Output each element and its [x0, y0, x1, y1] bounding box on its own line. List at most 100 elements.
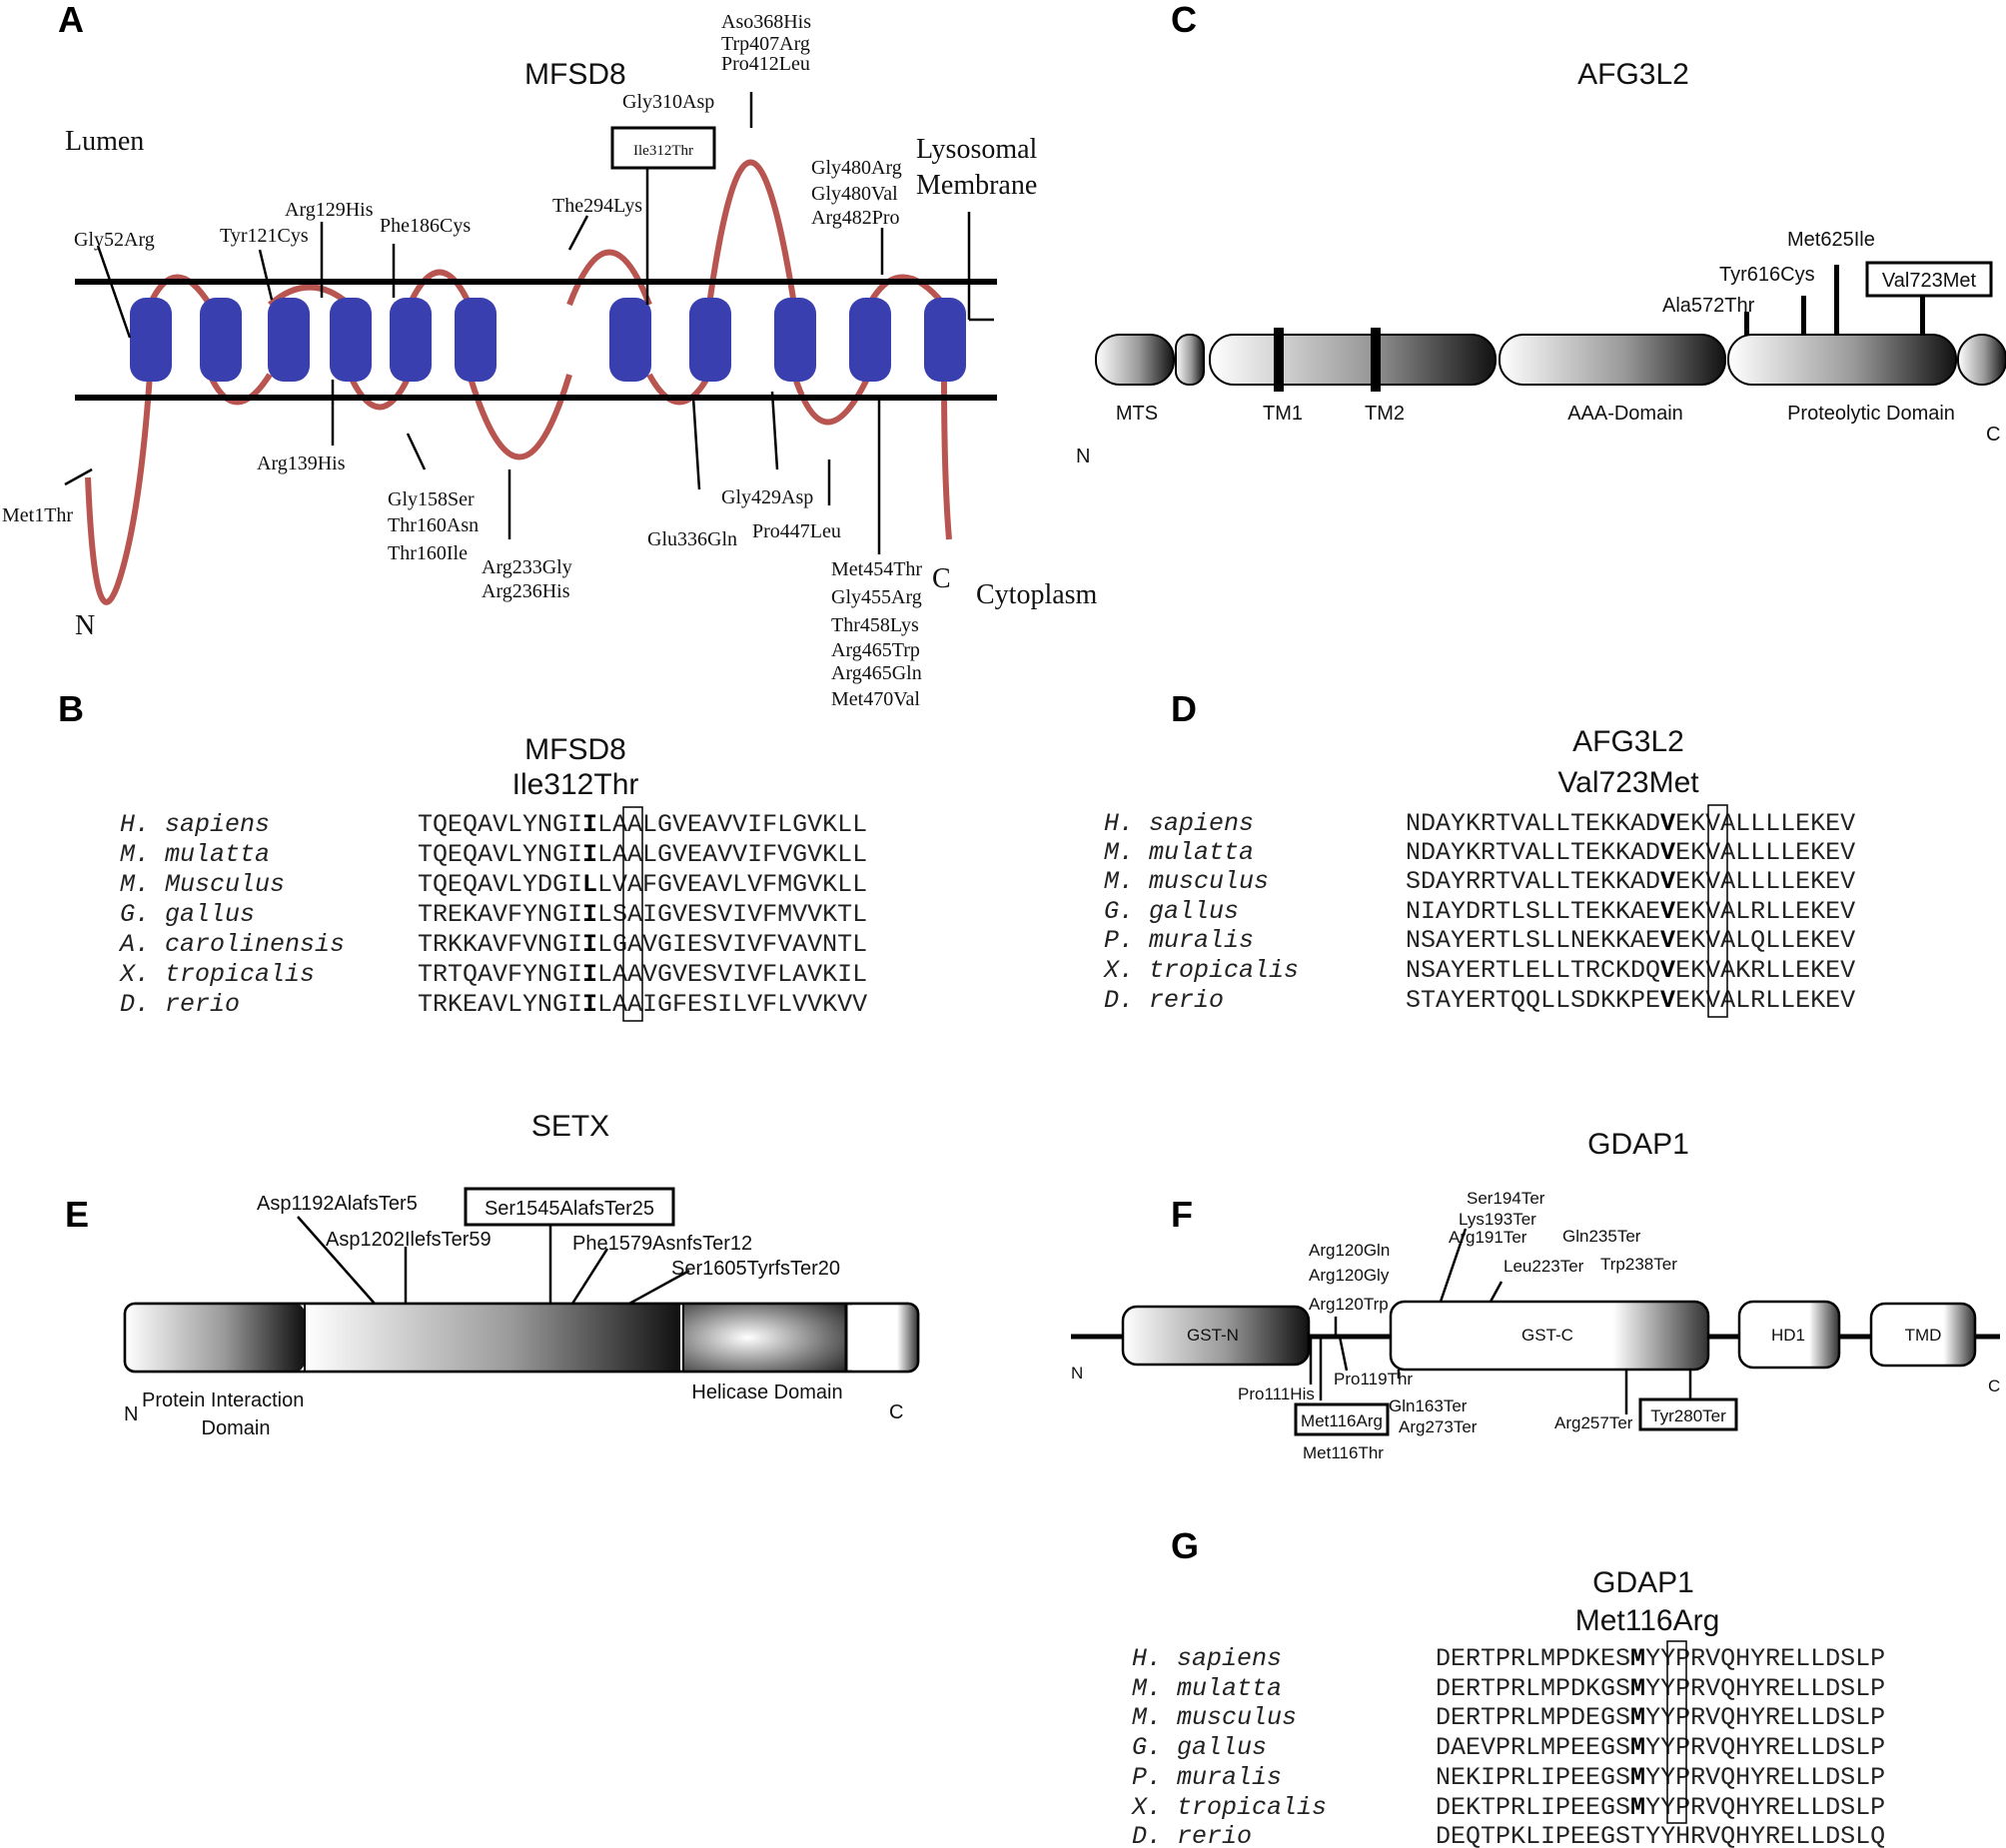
lumen-label: Lumen — [65, 126, 144, 157]
mut-arg465gln: Arg465Gln — [831, 662, 922, 684]
helix-2 — [200, 298, 242, 382]
cytoplasm-label: Cytoplasm — [976, 579, 1098, 610]
domain-c-end — [1957, 334, 2006, 386]
panel-letter-f: F — [1171, 1194, 1193, 1235]
setx-pointer-lines — [297, 1216, 690, 1306]
seq-pre: TQEQAVLYNGI — [418, 810, 582, 839]
panel-c-title: AFG3L2 — [1577, 58, 1689, 91]
seq-site: M — [1630, 1763, 1645, 1792]
seq-post: YYPRVQHYRELLDSLP — [1645, 1763, 1885, 1792]
seq-pre: TRKKAVFVNGI — [418, 930, 582, 959]
setx-middle-region — [305, 1304, 680, 1372]
seq-site: I — [582, 810, 597, 839]
loop-n-term — [85, 374, 153, 605]
domain-label-gst-n: GST-N — [1187, 1326, 1239, 1345]
loop-l10 — [791, 373, 872, 426]
sequence-row: NDAYKRTVALLTEKKADVEKVALLLLEKEV — [1406, 809, 1855, 838]
seq-site: M — [1630, 1733, 1645, 1762]
boxed-mutation-frame — [1294, 1402, 1390, 1436]
seq-post: LAAVGVESVIVFLAVKIL — [597, 960, 867, 989]
panel-b-title: MFSD8 — [524, 733, 626, 766]
species-label: M. musculus — [1104, 867, 1269, 896]
species-label: A. carolinensis — [118, 930, 345, 959]
mut-gly455arg: Gly455Arg — [831, 586, 922, 608]
seq-site: V — [1660, 838, 1675, 867]
seq-site: L — [582, 870, 597, 899]
membrane-label-line2: Membrane — [916, 170, 1037, 201]
sequence-row: DAEVPRLMPEEGSMYYPRVQHYRELLDSLP — [1436, 1733, 1885, 1762]
seq-post: YYPRVQHYRELLDSLP — [1645, 1703, 1885, 1732]
mut-asp1192: Asp1192AlafsTer5 — [257, 1193, 418, 1215]
seq-site: I — [582, 990, 597, 1019]
mut-tyr280ter: Tyr280Ter — [1650, 1406, 1726, 1425]
mut-gly158ser: Gly158Ser — [388, 488, 475, 510]
species-label: M. mulatta — [1104, 838, 1254, 867]
seq-site: V — [1660, 986, 1675, 1015]
loop-l7 — [566, 249, 652, 307]
domain-mts-a — [1095, 334, 1175, 386]
mut-trp407arg: Trp407Arg — [721, 33, 810, 55]
species-label: P. muralis — [1132, 1763, 1282, 1792]
mut-arg191ter: Arg191Ter — [1449, 1228, 1527, 1247]
mut-ser1545: Ser1545AlafsTer25 — [485, 1198, 654, 1220]
loop-l1 — [147, 274, 213, 307]
panel-letter-e: E — [65, 1194, 89, 1235]
seq-post: LVAFGVEAVLVFMGVKLL — [597, 870, 867, 899]
seq-post: YYPRVQHYRELLDSLP — [1645, 1644, 1885, 1673]
seq-post: YYPRVQHYRELLDSLP — [1645, 1793, 1885, 1822]
panel-g: G GDAP1 Met116Arg H. sapiens M. mulatta … — [1131, 1525, 1885, 1848]
panel-f-title: GDAP1 — [1587, 1128, 1689, 1161]
mfsd8-helices — [130, 298, 966, 382]
domain-proteolytic — [1727, 334, 1957, 386]
panel-a: A MFSD8 Lumen Lysosomal Membrane Cytopla… — [2, 0, 1098, 710]
mut-met625ile: Met625Ile — [1787, 229, 1875, 251]
gdap1-pointer-lines — [1309, 1228, 1692, 1414]
species-label: X. tropicalis — [1131, 1793, 1327, 1822]
seq-pre: DEQTPKLIPEEGS — [1436, 1822, 1630, 1848]
species-label: H. sapiens — [1132, 1644, 1282, 1673]
mut-asp1202: Asp1202IlefsTer59 — [326, 1229, 492, 1251]
domain-label-proteolytic: Proteolytic Domain — [1787, 403, 1955, 425]
domain-label-tm2: TM2 — [1365, 403, 1405, 425]
panel-d-title: AFG3L2 — [1572, 725, 1684, 758]
n-terminus-label: N — [75, 610, 95, 641]
seq-pre: NIAYDRTLSLLTEKKAE — [1406, 897, 1660, 926]
seq-pre: TREKAVFYNGI — [418, 900, 582, 929]
domain-label-tmd: TMD — [1905, 1326, 1942, 1345]
panel-e: E SETX Asp1192AlafsTer5 Asp1202IlefsTer5… — [65, 1110, 920, 1439]
conserved-site-box — [1707, 804, 1728, 1018]
seq-pre: NSAYERTLELLTRCKDQ — [1406, 956, 1660, 985]
c-terminus-label: C — [932, 563, 951, 594]
seq-post: LGAVGIESVIVFVAVNTL — [597, 930, 867, 959]
conserved-site-box — [622, 806, 643, 1022]
seq-site: M — [1630, 1674, 1645, 1703]
panel-f: F GDAP1 GST-N GST-C HD1 TMD N C Ser194Te… — [1071, 1128, 2000, 1462]
panel-a-title: MFSD8 — [524, 58, 626, 91]
loop-l11 — [866, 274, 947, 307]
mut-val723met: Val723Met — [1882, 270, 1977, 292]
mut-arg139his: Arg139His — [257, 453, 346, 474]
mut-leu223ter: Leu223Ter — [1504, 1257, 1584, 1276]
boxed-mutation-frame — [1865, 261, 1993, 298]
mut-arg236his: Arg236His — [482, 580, 570, 602]
f-c-terminus: C — [1988, 1377, 2000, 1395]
mut-arg465trp: Arg465Trp — [831, 639, 920, 661]
panel-g-subtitle: Met116Arg — [1575, 1604, 1720, 1637]
seq-post: YYHRVQHYRELLDSLQ — [1645, 1822, 1885, 1848]
loop-l8 — [646, 373, 712, 406]
seq-pre: TRTQAVFYNGI — [418, 960, 582, 989]
species-label: M. mulatta — [120, 840, 270, 869]
species-label: G. gallus — [1132, 1733, 1267, 1762]
panel-letter-a: A — [58, 0, 84, 40]
seq-pre: SDAYRRTVALLTEKKAD — [1406, 867, 1660, 896]
seq-post: EKVALLLLEKEV — [1675, 809, 1855, 838]
domain-label-tm1: TM1 — [1263, 403, 1303, 425]
seq-site: I — [582, 930, 597, 959]
seq-site: M — [1630, 1703, 1645, 1732]
e-c-terminus: C — [889, 1401, 903, 1423]
panel-d-subtitle: Val723Met — [1557, 766, 1699, 799]
sequence-row: DEKTPRLIPEEGSMYYPRVQHYRELLDSLP — [1436, 1793, 1885, 1822]
seq-pre: DERTPRLMPDEGS — [1436, 1703, 1630, 1732]
conserved-site-box — [1666, 1640, 1687, 1824]
